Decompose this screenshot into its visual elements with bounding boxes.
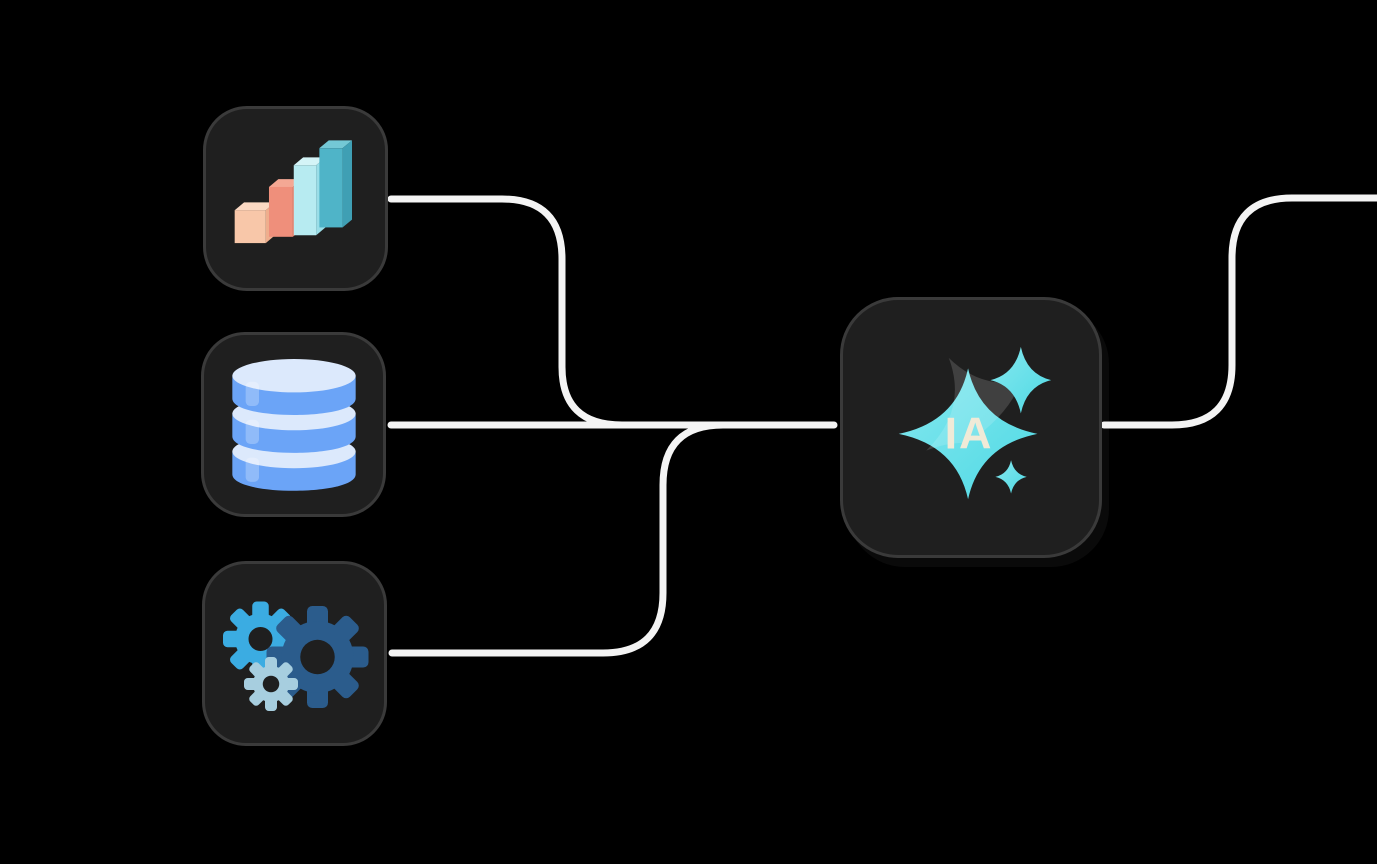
node-database[interactable] [201,332,386,517]
gears-icon [222,601,368,711]
database-icon [231,358,356,491]
bar-chart-icon [234,139,352,243]
gear-dark [266,605,368,708]
node-ai[interactable]: IA [840,297,1102,558]
sparkle-large [898,368,1038,500]
ai-label: IA [945,408,994,459]
ai-sparkle-icon: IA [890,328,1052,500]
connector-chart-to-ai [387,195,704,429]
node-bar-chart[interactable] [203,106,388,291]
sparkle-medium [990,346,1052,414]
sparkle-small [995,460,1027,494]
node-gears[interactable] [202,561,387,746]
gear-pale [243,656,298,711]
connector-gears-to-ai [388,421,784,657]
connector-ai-to-output [1100,194,1377,429]
